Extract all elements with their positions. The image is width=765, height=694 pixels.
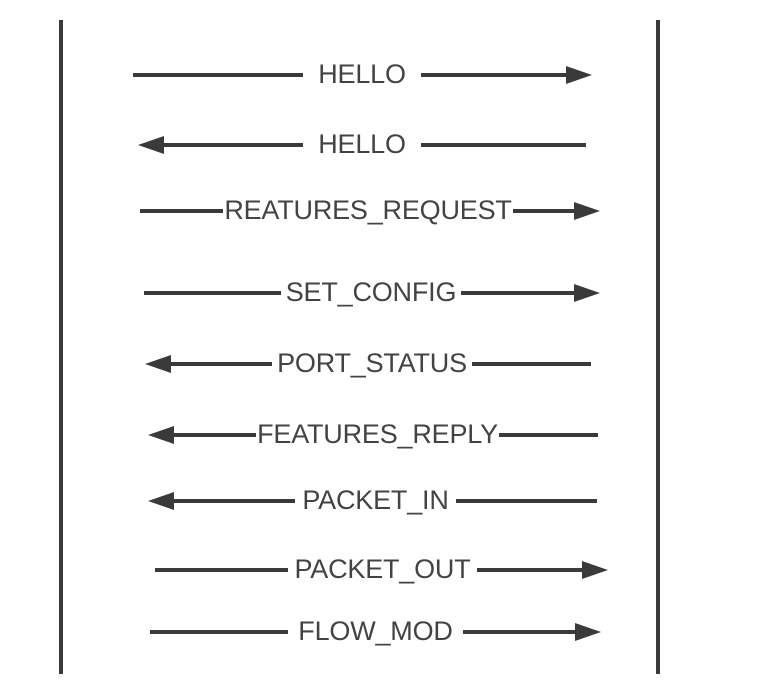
message-hello-1: HELLO — [138, 128, 586, 162]
message-line-left — [133, 73, 303, 77]
message-label: FEATURES_REPLY — [257, 419, 498, 449]
message-line-left — [169, 362, 272, 366]
message-label: PACKET_OUT — [294, 554, 471, 584]
message-line-left — [172, 433, 256, 437]
arrowhead-right-icon — [566, 66, 592, 84]
message-flow-mod-8: FLOW_MOD — [150, 615, 601, 649]
arrowhead-left-icon — [148, 492, 174, 510]
message-packet-out-7: PACKET_OUT — [155, 553, 608, 587]
message-line-right — [513, 209, 576, 213]
message-line-right — [463, 630, 577, 634]
message-line-right — [456, 499, 597, 503]
message-line-left — [172, 499, 295, 503]
arrowhead-right-icon — [575, 623, 601, 641]
message-line-right — [499, 433, 598, 437]
message-line-left — [155, 568, 288, 572]
left-lifeline — [59, 20, 63, 674]
message-features-reply-5: FEATURES_REPLY — [148, 418, 598, 452]
message-label: FLOW_MOD — [298, 616, 453, 646]
message-packet-in-6: PACKET_IN — [148, 484, 597, 518]
message-label: PORT_STATUS — [277, 348, 467, 378]
arrowhead-right-icon — [574, 202, 600, 220]
message-label: SET_CONFIG — [285, 277, 457, 307]
message-hello-0: HELLO — [133, 58, 592, 92]
message-reatures-request-2: REATURES_REQUEST — [140, 194, 600, 228]
message-label: PACKET_IN — [302, 485, 449, 515]
arrowhead-left-icon — [138, 136, 164, 154]
message-line-right — [477, 568, 584, 572]
message-line-right — [421, 143, 586, 147]
message-line-right — [421, 73, 568, 77]
message-line-left — [140, 209, 223, 213]
message-set-config-3: SET_CONFIG — [144, 276, 600, 310]
message-line-left — [144, 291, 281, 295]
arrowhead-left-icon — [148, 426, 174, 444]
message-label: REATURES_REQUEST — [224, 195, 512, 225]
arrowhead-right-icon — [574, 284, 600, 302]
message-line-left — [150, 630, 288, 634]
message-line-right — [472, 362, 591, 366]
message-label: HELLO — [318, 59, 406, 89]
message-label: HELLO — [318, 129, 406, 159]
arrowhead-right-icon — [582, 561, 608, 579]
right-lifeline — [656, 20, 660, 674]
message-line-left — [162, 143, 303, 147]
message-port-status-4: PORT_STATUS — [145, 347, 591, 381]
message-line-right — [461, 291, 576, 295]
arrowhead-left-icon — [145, 355, 171, 373]
